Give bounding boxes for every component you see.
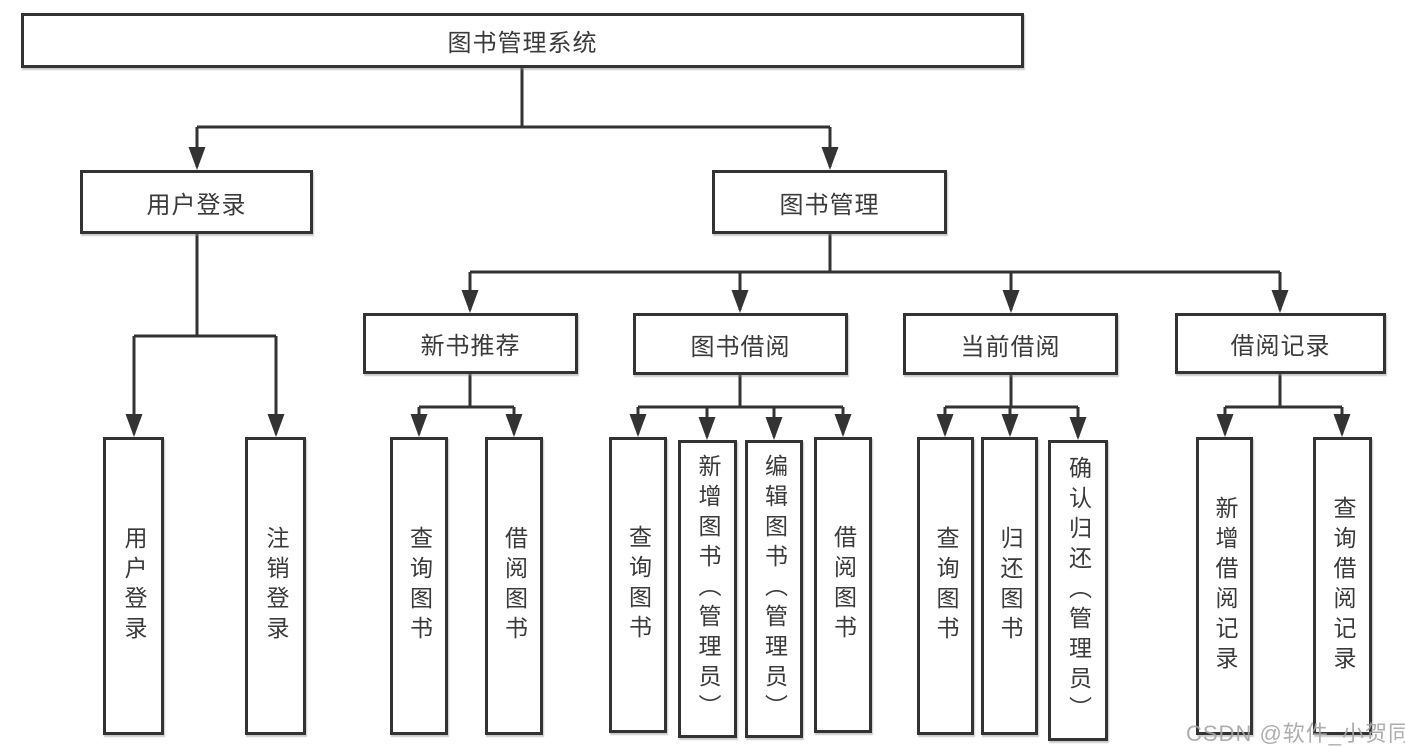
node-label: 确认归还（管理员） — [1065, 455, 1092, 726]
arrowhead-icon — [629, 414, 647, 437]
node-edit-books-admin: 编辑图书（管理员） — [745, 440, 803, 738]
node-borrowing-records: 借阅记录 — [1175, 313, 1386, 374]
node-user-login: 用户登录 — [103, 437, 164, 735]
node-add-books-admin: 新增图书（管理员） — [678, 440, 737, 738]
node-book-management-module: 图书管理 — [712, 170, 947, 234]
node-query-borrow-record: 查询借阅记录 — [1313, 437, 1372, 735]
arrowhead-icon — [698, 417, 716, 440]
connector-borrowing-to-leaves — [636, 375, 845, 437]
node-label: 新增借阅记录 — [1212, 496, 1238, 676]
node-borrow-books-recommend: 借阅图书 — [485, 437, 543, 735]
arrowhead-icon — [936, 414, 954, 437]
node-library-management-system: 图书管理系统 — [21, 13, 1024, 68]
arrowhead-icon — [505, 414, 523, 437]
connector-root-to-level2 — [195, 68, 832, 167]
node-label: 新书推荐 — [420, 333, 521, 360]
connector-user-login-to-leaves — [132, 234, 278, 434]
arrowhead-icon — [731, 290, 749, 313]
node-logout: 注销登录 — [245, 437, 306, 735]
connector-book-management-to-level3 — [468, 234, 1282, 310]
node-new-book-recommendation: 新书推荐 — [363, 313, 578, 374]
arrowhead-icon — [1271, 290, 1289, 313]
arrowhead-icon — [1002, 290, 1020, 313]
node-label: 查询借阅记录 — [1330, 496, 1356, 676]
node-label: 图书借阅 — [690, 333, 791, 361]
node-label: 归还图书 — [997, 526, 1023, 646]
arrowhead-icon — [1001, 414, 1019, 437]
node-label: 注销登录 — [263, 526, 289, 646]
connector-records-to-leaves — [1223, 374, 1344, 434]
node-label: 用户登录 — [146, 191, 247, 219]
node-label: 用户登录 — [121, 526, 147, 646]
csdn-watermark: CSDN @软件_小贺同学 — [1186, 721, 1405, 746]
arrowhead-icon — [1333, 414, 1351, 437]
node-label: 查询图书 — [625, 525, 652, 645]
node-label: 借阅记录 — [1230, 333, 1331, 360]
node-label: 借阅图书 — [830, 525, 857, 645]
node-return-books: 归还图书 — [981, 437, 1038, 735]
node-label: 编辑图书（管理员） — [761, 454, 788, 724]
node-current-borrowing: 当前借阅 — [903, 313, 1118, 375]
arrowhead-icon — [410, 414, 428, 437]
arrowhead-icon — [267, 414, 285, 437]
node-label: 借阅图书 — [501, 526, 528, 646]
node-query-books-recommend: 查询图书 — [390, 437, 448, 735]
node-add-borrow-record: 新增借阅记录 — [1196, 437, 1253, 735]
arrowhead-icon — [461, 290, 479, 313]
arrowhead-icon — [125, 414, 143, 437]
node-label: 图书管理系统 — [447, 30, 598, 57]
node-label: 查询图书 — [406, 526, 433, 646]
node-book-borrowing: 图书借阅 — [633, 313, 848, 375]
arrowhead-icon — [1216, 414, 1234, 437]
node-user-login-module: 用户登录 — [80, 170, 313, 234]
node-label: 新增图书（管理员） — [695, 454, 721, 724]
arrowhead-icon — [821, 147, 839, 170]
node-label: 图书管理 — [779, 191, 880, 219]
node-query-books-borrow: 查询图书 — [609, 437, 667, 733]
node-label: 当前借阅 — [960, 333, 1061, 361]
arrowhead-icon — [1069, 417, 1087, 440]
arrowhead-icon — [188, 147, 206, 170]
node-borrow-books: 借阅图书 — [814, 437, 872, 733]
node-confirm-return-admin: 确认归还（管理员） — [1048, 440, 1108, 741]
arrowhead-icon — [834, 414, 852, 437]
node-label: 查询图书 — [933, 526, 959, 646]
node-query-books-current: 查询图书 — [917, 437, 974, 735]
arrowhead-icon — [765, 417, 783, 440]
connector-recommend-to-leaves — [417, 374, 516, 434]
